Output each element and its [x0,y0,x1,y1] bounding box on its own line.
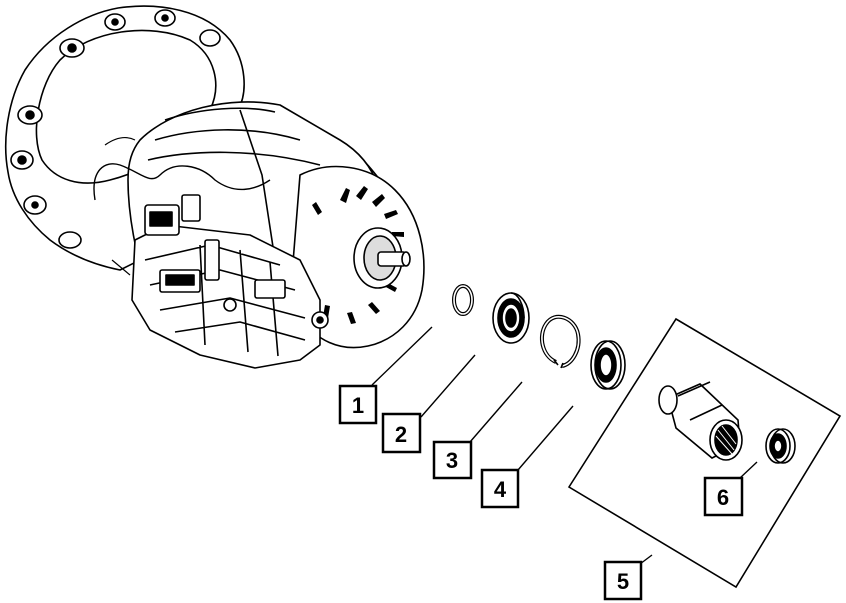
leader-line-6 [739,461,758,479]
leader-line-2 [420,354,476,418]
wiring-harness [93,163,271,201]
bell-housing-bolts [10,9,221,249]
part-1-o-ring [452,284,474,316]
callout-5: 5 [603,560,643,601]
callout-4: 4 [480,468,520,509]
callout-3: 3 [432,440,473,480]
leader-line-3 [469,381,523,443]
callout-6-label: 6 [717,485,729,510]
tail-housing-ribs [312,186,404,324]
callout-5-label: 5 [617,569,629,594]
case-ribs [147,107,321,261]
callout-2: 2 [381,412,422,454]
callout-1-label: 1 [352,393,364,418]
part-5-sleeve [658,381,743,461]
leader-line-1 [371,326,433,386]
part-3-snap-ring [539,314,581,369]
callout-4-label: 4 [494,477,507,502]
part-4-thrust-bearing [590,340,626,390]
part-6-seal [765,428,796,464]
callout-3-label: 3 [446,448,458,473]
part-2-bearing [492,292,530,344]
transmission-assembly [4,5,425,369]
callout-2-label: 2 [395,422,407,447]
callout-1: 1 [338,384,378,425]
oil-pan [131,224,321,369]
part-5-kit-outline [567,317,842,589]
callout-6: 6 [703,476,744,517]
leader-lines [371,326,758,565]
solenoid-pack [144,194,329,329]
leader-line-4 [517,405,574,471]
